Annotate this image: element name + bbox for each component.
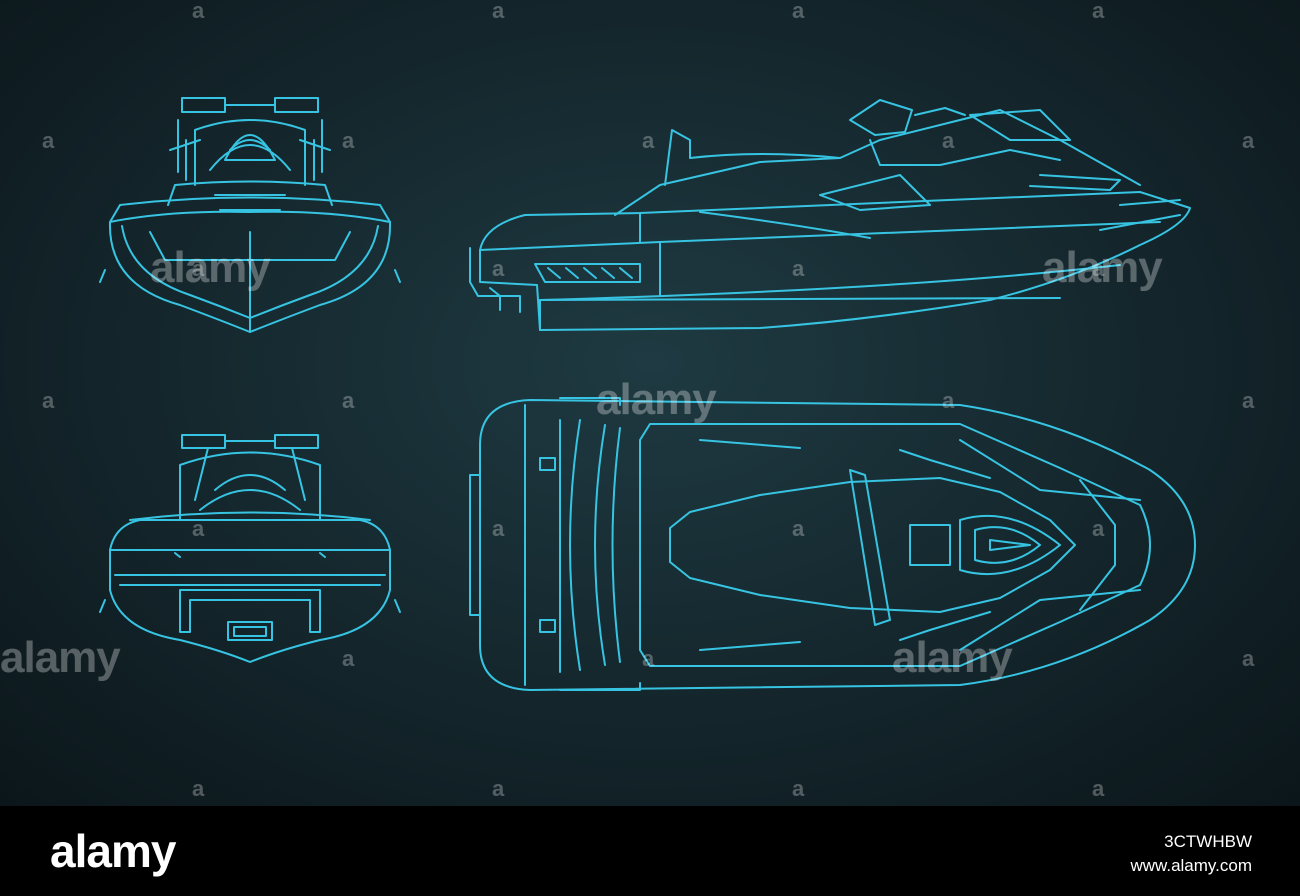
footer-bar: alamy 3CTWHBW www.alamy.com bbox=[0, 806, 1300, 896]
front-view bbox=[99, 97, 401, 333]
footer-logo[interactable]: alamy bbox=[50, 825, 176, 877]
jetski-drawings bbox=[99, 97, 1196, 691]
image-id: 3CTWHBW bbox=[1164, 832, 1252, 851]
side-view bbox=[469, 99, 1191, 331]
rear-view bbox=[99, 434, 401, 663]
site-link[interactable]: www.alamy.com bbox=[1130, 856, 1252, 875]
top-view bbox=[469, 397, 1196, 691]
blueprint-canvas: a a a a a a a a a a a a a a a a a a a a … bbox=[0, 0, 1300, 806]
